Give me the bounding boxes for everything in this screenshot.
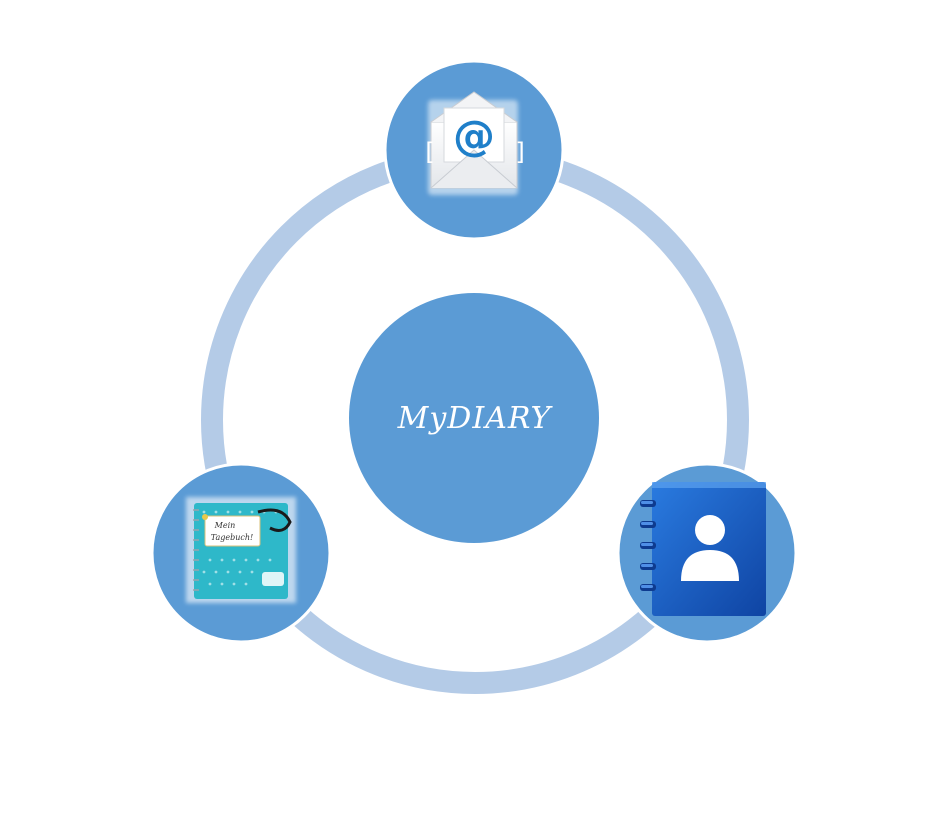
svg-text:[: [ (425, 138, 434, 166)
notebook-title-line1: Mein (214, 521, 236, 530)
center-title: MyDIARY (397, 401, 552, 436)
contacts-node[interactable] (616, 462, 798, 644)
contacts-book-icon (640, 482, 766, 616)
center-circle (349, 293, 599, 543)
diary-node[interactable]: Mein Tagebuch! (150, 462, 332, 644)
email-node[interactable]: @ [ ] (383, 59, 565, 241)
svg-text:]: ] (515, 138, 524, 166)
email-icon: @ [ ] (425, 91, 525, 195)
diary-notebook-icon: Mein Tagebuch! (186, 497, 296, 603)
notebook-title-line2: Tagebuch! (211, 533, 253, 542)
svg-text:@: @ (453, 111, 495, 160)
